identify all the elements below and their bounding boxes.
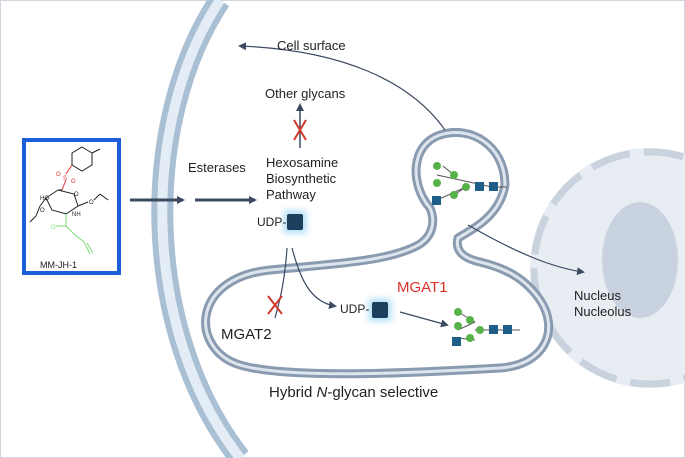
atom-nh: NH (72, 212, 81, 218)
block-mark-mgat2 (267, 295, 283, 315)
atom-o-ester2: O (89, 200, 94, 206)
arrows (130, 42, 585, 328)
nucleolus-shape (602, 202, 678, 318)
glycan-vesicle (432, 162, 507, 205)
label-hexosamine-2: Biosynthetic (266, 171, 337, 186)
plasma-membrane (151, 0, 249, 458)
label-hexosamine-1: Hexosamine (266, 155, 338, 170)
arrow-to-nucleus (467, 224, 585, 276)
label-other-glycans: Other glycans (265, 86, 346, 101)
atom-s: S (63, 176, 67, 182)
label-udp-bottom: UDP- (340, 302, 369, 316)
arrow-to-cell-surface (238, 42, 446, 131)
label-hybrid-selective: Hybrid N-glycan selective (269, 384, 438, 401)
atom-o-ring: O (74, 192, 79, 198)
arrow-to-mgat1-udp (291, 247, 337, 309)
arrow-to-mgat2 (274, 247, 288, 319)
atom-ho: HO (40, 196, 49, 202)
atom-o-s1: O (56, 172, 61, 178)
udp-sugar-bottom (368, 298, 392, 322)
label-hexosamine-3: Pathway (266, 187, 316, 202)
arrow-to-glycan (399, 311, 449, 328)
compound-atom-labels: S O O O HO NH O O O (40, 172, 94, 231)
nucleus (530, 148, 685, 388)
label-cell-surface: Cell surface (277, 38, 346, 53)
atom-o-amide: O (51, 225, 56, 231)
label-nucleus: Nucleus (574, 288, 621, 303)
atom-o-ester1: O (40, 208, 45, 214)
compound-label: MM-JH-1 (40, 260, 77, 270)
block-mark-other-glycans (293, 119, 307, 141)
label-mgat1: MGAT1 (397, 279, 448, 296)
label-nucleolus: Nucleolus (574, 304, 632, 319)
glycan-golgi (452, 308, 520, 346)
label-mgat2: MGAT2 (221, 326, 272, 343)
atom-o-s2: O (71, 179, 76, 185)
label-udp-top: UDP- (257, 215, 286, 229)
udp-sugar-top (283, 210, 307, 234)
label-esterases: Esterases (188, 160, 246, 175)
compound-box (22, 138, 121, 275)
golgi-organelle (201, 127, 554, 379)
